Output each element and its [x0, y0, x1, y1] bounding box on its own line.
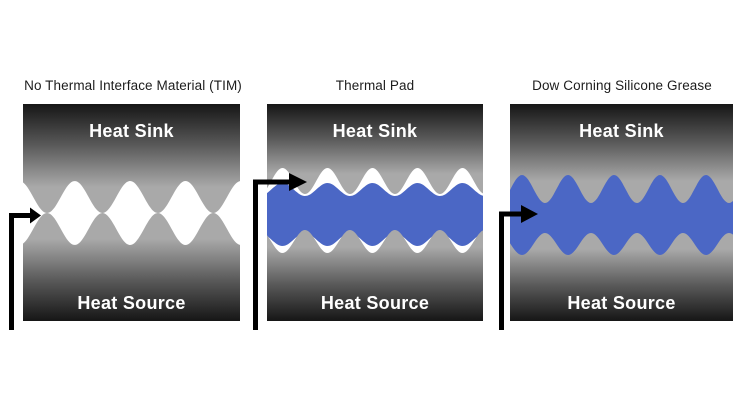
heat-source-label: Heat Source	[567, 293, 675, 313]
panel-silicone-grease-geometry	[510, 104, 733, 321]
interface-arrow-line	[9, 213, 30, 330]
heat-source-block	[510, 233, 733, 321]
interface-arrow	[253, 173, 307, 330]
panel-title-thermal-pad: Thermal Pad	[335, 78, 415, 93]
heat-sink-label: Heat Sink	[333, 121, 418, 141]
interface-arrow	[9, 207, 41, 330]
interface-arrow	[499, 205, 538, 330]
interface-arrow-head	[289, 173, 307, 191]
panel-thermal-pad-geometry	[267, 104, 483, 321]
interface-arrow-line	[499, 211, 521, 330]
interface-arrow-head	[30, 207, 41, 224]
panel-no-tim: Heat Sink Heat Source	[9, 104, 240, 330]
panel-silicone-grease: Heat Sink Heat Source	[499, 104, 733, 330]
heat-sink-block	[23, 104, 240, 213]
panel-title-silicone-grease: Dow Corning Silicone Grease	[532, 78, 712, 93]
panel-thermal-pad: Heat Sink Heat Source	[253, 104, 483, 330]
thermal-pad-material	[267, 183, 483, 246]
heat-sink-label: Heat Sink	[579, 121, 664, 141]
heat-source-block	[267, 230, 483, 321]
panel-no-tim-geometry	[23, 104, 240, 321]
heat-source-label: Heat Source	[321, 293, 429, 313]
heat-sink-block	[510, 104, 733, 203]
interface-arrow-head	[521, 205, 538, 223]
heat-sink-block	[267, 104, 483, 194]
interface-arrow-line	[253, 179, 289, 330]
heat-sink-label: Heat Sink	[89, 121, 174, 141]
heat-source-block	[23, 213, 240, 321]
panel-title-no-tim: No Thermal Interface Material (TIM)	[24, 78, 242, 93]
heat-source-label: Heat Source	[77, 293, 185, 313]
